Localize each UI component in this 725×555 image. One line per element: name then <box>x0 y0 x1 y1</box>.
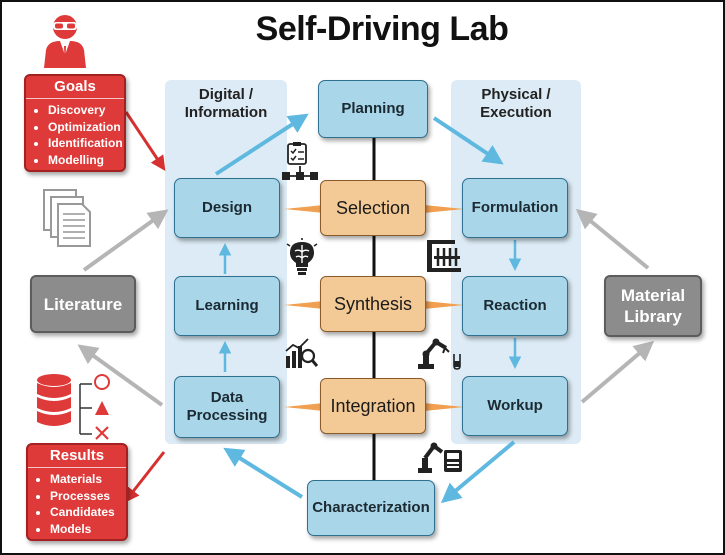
arrow-design-to-planning <box>214 113 309 176</box>
results-item: Processes <box>50 488 126 505</box>
test-tube-rack-icon <box>427 240 461 272</box>
literature-box: Literature <box>30 275 136 333</box>
results-item: Models <box>50 521 126 538</box>
arrow-goals-to-design <box>124 111 166 171</box>
chart-magnifier-icon <box>285 338 318 368</box>
integration-box: Integration <box>320 378 426 434</box>
documents-icon <box>43 189 91 247</box>
goals-item: Discovery <box>48 102 124 119</box>
arrow-planning-to-formulation <box>432 116 504 165</box>
arrow-data-processing-to-results <box>124 451 166 503</box>
robot-instrument-icon <box>418 442 462 473</box>
results-item: Candidates <box>50 504 126 521</box>
planning-box: Planning <box>318 80 428 138</box>
orange-connectors <box>284 205 464 411</box>
goals-item: Modelling <box>48 152 124 169</box>
database-icon <box>37 374 110 440</box>
goals-item: Identification <box>48 135 124 152</box>
goals-title: Goals <box>26 76 124 99</box>
arrow-material-library-to-workup <box>580 340 655 404</box>
red-arrows <box>124 111 166 503</box>
material-library-box: Material Library <box>604 275 702 337</box>
scientist-icon <box>44 15 86 68</box>
robot-arm-icon <box>418 338 461 370</box>
physical-column-title: Physical / Execution <box>480 86 552 121</box>
goals-list: Discovery Optimization Identification Mo… <box>26 102 124 168</box>
data-processing-box: Data Processing <box>174 376 280 438</box>
characterization-box: Characterization <box>307 480 435 536</box>
arrow-literature-to-design <box>82 209 169 272</box>
selection-box: Selection <box>320 180 426 236</box>
gray-arrows <box>77 208 655 407</box>
reaction-box: Reaction <box>462 276 568 336</box>
arrow-workup-to-characterization <box>440 440 516 504</box>
digital-column-title: Digital / Information <box>184 86 268 121</box>
brain-bulb-icon <box>286 238 318 275</box>
blue-flow-arrows <box>214 113 522 504</box>
goals-box: Goals Discovery Optimization Identificat… <box>24 74 126 172</box>
formulation-box: Formulation <box>462 178 568 238</box>
results-box: Results Materials Processes Candidates M… <box>26 443 128 541</box>
arrow-data-processing-to-literature <box>77 344 164 407</box>
workflow-icon <box>282 142 318 180</box>
results-list: Materials Processes Candidates Models <box>28 471 126 537</box>
arrow-characterization-to-data-processing <box>223 447 304 499</box>
page-title: Self-Driving Lab <box>255 10 509 48</box>
workup-box: Workup <box>462 376 568 436</box>
arrow-material-library-to-formulation <box>575 208 650 270</box>
synthesis-box: Synthesis <box>320 276 426 332</box>
results-item: Materials <box>50 471 126 488</box>
design-box: Design <box>174 178 280 238</box>
results-title: Results <box>28 445 126 468</box>
goals-item: Optimization <box>48 119 124 136</box>
learning-box: Learning <box>174 276 280 336</box>
